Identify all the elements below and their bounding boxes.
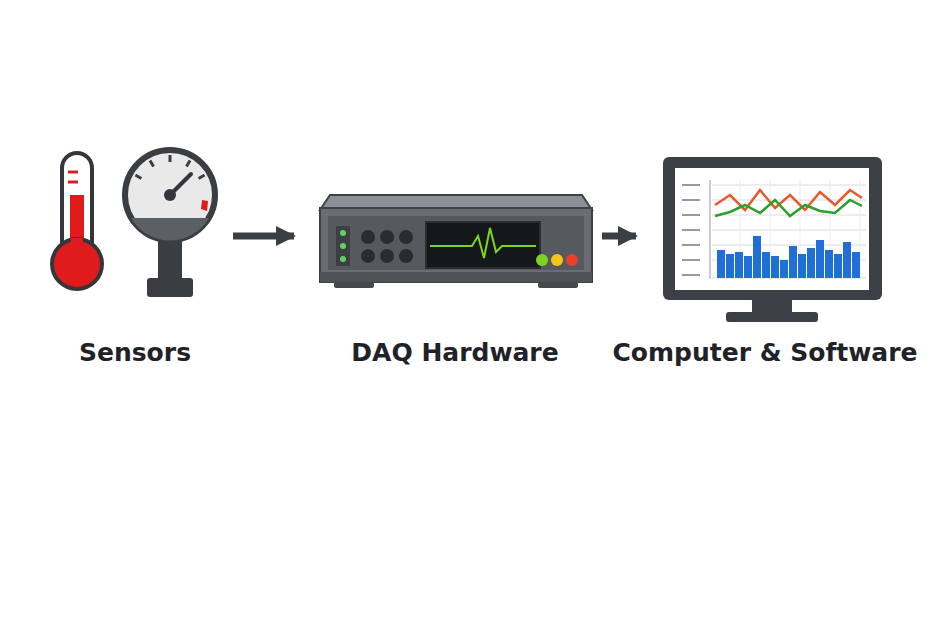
daq-status-dot — [340, 243, 346, 249]
chart-bar — [762, 252, 770, 278]
node-label: Sensors — [0, 338, 295, 368]
chart-bar — [780, 260, 788, 278]
daq-knob — [380, 249, 394, 263]
chart-bar — [735, 252, 743, 278]
monitor-screen — [675, 168, 869, 290]
gauge-ticks — [135, 155, 204, 179]
daq-status-dot — [340, 230, 346, 236]
chart-line-orange — [715, 190, 862, 210]
chart-bar — [771, 256, 779, 278]
flow-arrow — [602, 233, 636, 240]
chart-bar — [843, 242, 851, 278]
chart-bar — [717, 250, 725, 278]
gauge-base — [147, 278, 193, 297]
daq-signal-trace — [430, 228, 536, 258]
flow-arrow — [233, 233, 294, 240]
monitor-bezel — [663, 157, 882, 300]
chart-bar — [798, 254, 806, 278]
daq-device-icon — [320, 195, 592, 288]
icon-group-node: Computer & Software — [658, 152, 888, 327]
gauge-face — [125, 150, 215, 240]
chart-bar — [825, 250, 833, 278]
daq-foot — [334, 282, 374, 288]
thermometer-icon — [52, 153, 102, 289]
thermometer-bulb — [52, 239, 102, 289]
daq-led-yellow — [551, 254, 563, 266]
daq-front-panel — [328, 216, 584, 270]
daq-status-dot — [340, 256, 346, 262]
daq-knob — [399, 230, 413, 244]
chart-bar — [816, 240, 824, 278]
chart-bar — [789, 246, 797, 278]
thermometer-tick — [68, 171, 78, 174]
daq-knob — [399, 249, 413, 263]
monitor-neck — [752, 298, 792, 314]
node-label: Computer & Software — [605, 338, 925, 368]
daq-led-red — [566, 254, 578, 266]
gauge-lower-body — [131, 218, 209, 241]
chart-bars — [717, 236, 860, 278]
chart-bar — [834, 254, 842, 278]
thermometer-tick — [68, 181, 78, 184]
monitor-icon — [663, 157, 882, 322]
chart-bar — [726, 254, 734, 278]
chart-line-green — [715, 200, 862, 216]
daq-foot — [538, 282, 578, 288]
daq-body — [320, 208, 592, 282]
chart-bar — [744, 256, 752, 278]
gauge-stem — [158, 238, 182, 282]
thermometer-neck — [71, 238, 83, 248]
daq-led-green — [536, 254, 548, 266]
node-label: DAQ Hardware — [295, 338, 615, 368]
chart-gridlines — [712, 185, 866, 278]
chart-axis — [710, 180, 711, 279]
chart-bar — [753, 236, 761, 278]
daq-knob — [361, 230, 375, 244]
icon-group-node: Sensors — [45, 150, 225, 300]
pressure-gauge-icon — [125, 150, 215, 297]
gauge-hub — [164, 189, 176, 201]
daq-bottom-strip — [320, 272, 592, 282]
chart-bar — [852, 252, 860, 278]
daq-screen — [426, 222, 540, 268]
chart-bar — [807, 248, 815, 278]
daq-side-panel — [336, 226, 350, 266]
monitor-base — [726, 312, 818, 322]
gauge-red-mark — [201, 200, 208, 211]
chart-axis-marks — [682, 185, 700, 275]
daq-knob — [361, 249, 375, 263]
daq-knob — [380, 230, 394, 244]
icon-group-node: DAQ Hardware — [316, 190, 594, 290]
